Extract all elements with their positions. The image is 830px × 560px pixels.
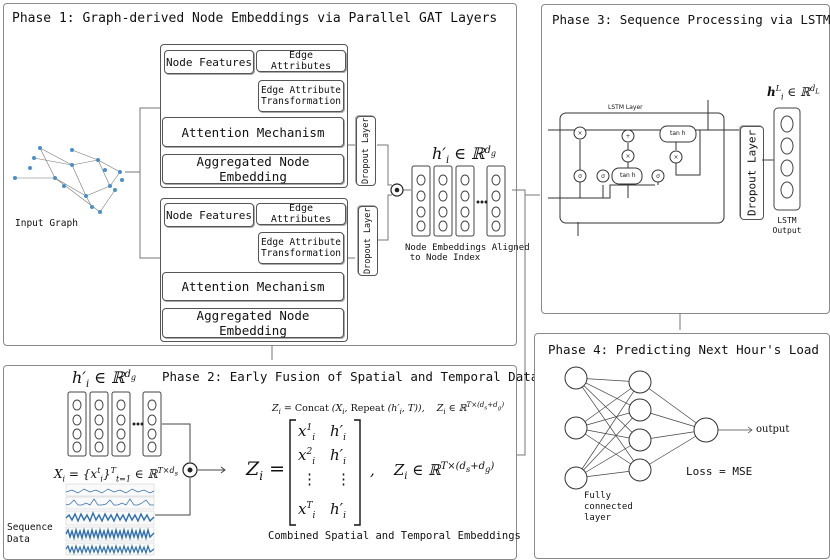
edge-transform-top: Edge Attribute Transformation [258,80,344,112]
matrix-cell-4-2: h′i [330,500,346,521]
phase2-title: Phase 2: Early Fusion of Spatial and Tem… [162,369,539,384]
edge-attributes-bottom: Edge Attributes [256,203,346,225]
phase1-title: Phase 1: Graph-derived Node Embeddings v… [12,11,498,26]
lstm-output-label-1: LSTM [777,216,797,225]
matrix-cell-1-1: x1i [298,422,316,443]
attention-bottom: Attention Mechanism [162,272,344,301]
fc-label-2: connected [584,502,633,512]
edge-transform-bottom-line1: Edge Attribute [260,237,342,248]
tanh-top: tan h [670,130,686,137]
node-features-top: Node Features [164,50,254,74]
phase3-panel [541,4,830,314]
svg-text:σ: σ [656,173,660,180]
matrix-cell-2-1: x2i [298,446,316,467]
fc-output-label: output [756,424,790,435]
attention-top: Attention Mechanism [162,117,344,147]
aligned-label-2: to Node Index [409,253,481,263]
matrix-cell-4-1: xTi [298,500,316,521]
svg-text:×: × [673,154,678,161]
matrix-cell-3-1: ⋮ [302,470,317,488]
tanh-mid: tan h [620,172,636,179]
matrix-cell-1-2: h′i [330,422,346,443]
aggregated-top: Aggregated Node Embedding [162,154,344,184]
svg-text:×: × [577,130,582,137]
sequence-label-1: Sequence [7,522,53,533]
node-features-bottom: Node Features [164,203,254,227]
aggregated-bottom: Aggregated Node Embedding [162,308,344,338]
lstm-layer-label: LSTM Layer [608,104,643,111]
svg-text:×: × [625,153,630,160]
z-lhs: Zi = [246,458,286,483]
edge-attributes-top: Edge Attributes [256,50,346,72]
phase1-embed-symbol: h′i ∈ ℝdg [432,144,496,167]
phase2-embed-symbol: h′i ∈ ℝdg [72,368,136,391]
edge-transform-bottom: Edge Attribute Transformation [258,232,344,264]
svg-text:+: + [625,133,630,140]
aligned-label-1: Node Embeddings Aligned [405,243,530,253]
z-space: , Zi ∈ ℝT×(ds+dg) [370,461,495,482]
edge-transform-top-line1: Edge Attribute [260,85,342,96]
lstm-output-label-2: Output [772,226,802,235]
edge-transform-bottom-line2: Transformation [260,248,342,259]
fc-label-3: layer [584,513,612,523]
input-graph-label: Input Graph [15,218,78,229]
edge-transform-top-line2: Transformation [260,96,342,107]
loss-label: Loss = MSE [686,465,753,478]
x-definition: Xi = {xti}Tt=1 ∈ ℝT×ds [54,466,179,484]
phase2-caption: Combined Spatial and Temporal Embeddings [268,530,521,542]
fc-label-1: Fully [584,491,612,501]
phase3-title: Phase 3: Sequence Processing via LSTM [552,12,830,27]
phase4-title: Phase 4: Predicting Next Hour's Load [548,342,819,357]
svg-text:σ: σ [601,173,605,180]
lstm-out-symbol: hLi ∈ ℝdL [767,84,820,102]
matrix-cell-3-2: ⋮ [336,470,351,488]
matrix-cell-2-2: h′i [330,446,346,467]
svg-text:σ: σ [578,173,582,180]
concat-equation: Zi = Concat (Xi, Repeat (h′i, T)), Zi ∈ … [272,401,505,417]
sequence-label-2: Data [7,534,30,545]
